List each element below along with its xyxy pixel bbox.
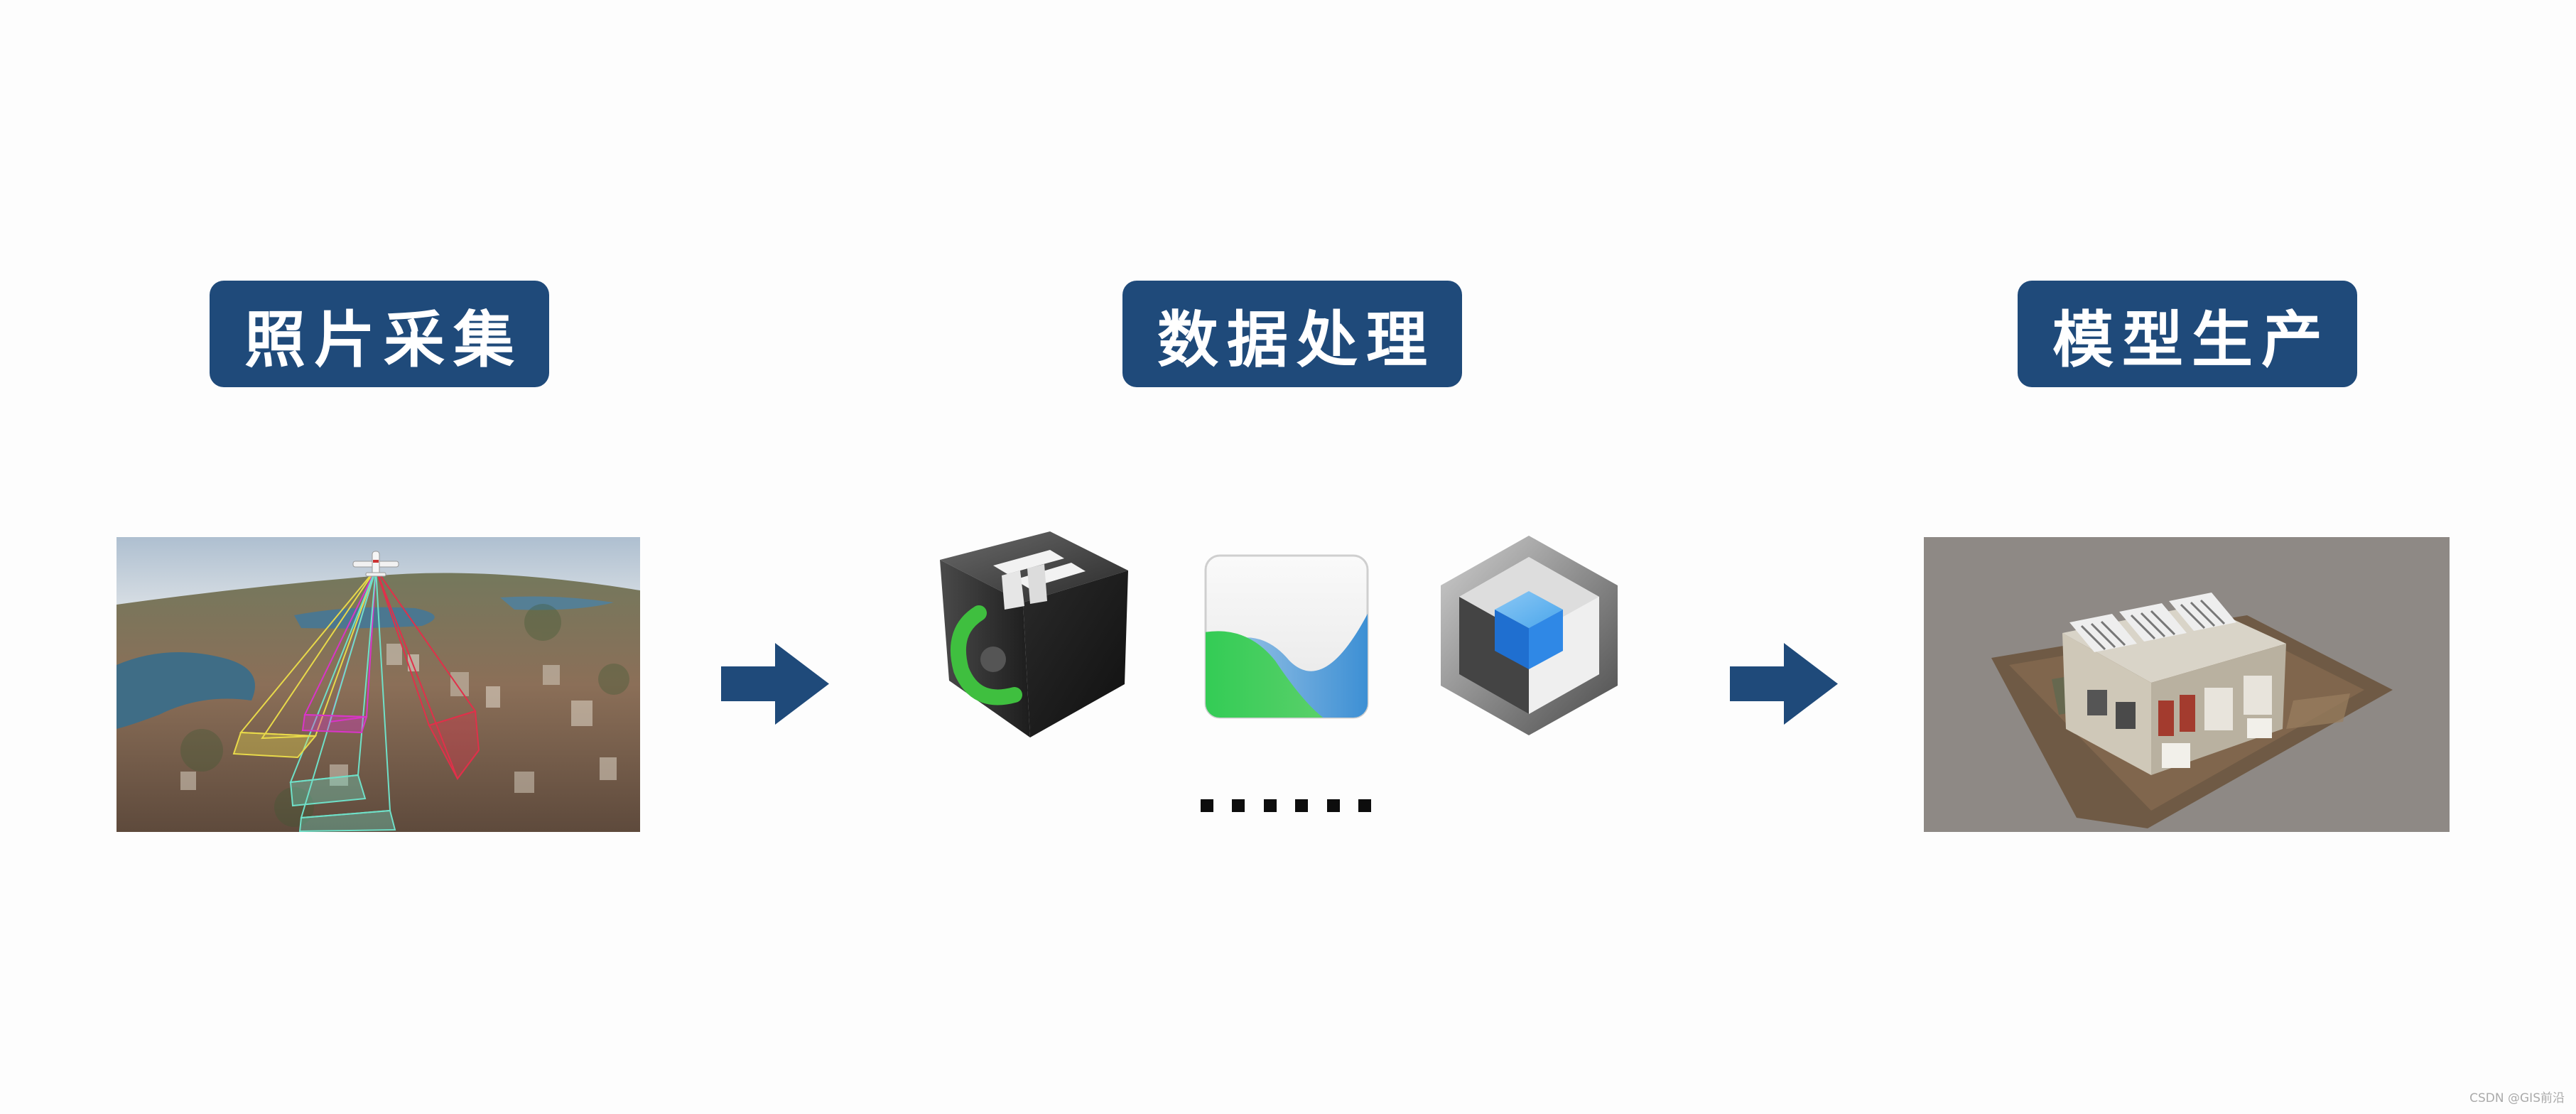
arrow-right-icon <box>721 643 829 725</box>
aerial-photo-collection-icon <box>117 537 640 832</box>
3d-building-model-icon <box>1924 537 2450 832</box>
stage-label-photo-collection: 照片采集 <box>210 281 549 387</box>
watermark: CSDN @GIS前沿 <box>2469 1091 2565 1105</box>
stage-label-data-processing: 数据处理 <box>1122 281 1462 387</box>
stage-label-model-production: 模型生产 <box>2018 281 2357 387</box>
cube-software-icon <box>936 531 1132 737</box>
arrow-right-icon <box>1730 643 1838 725</box>
ellipsis <box>1201 799 1371 816</box>
wave-software-icon <box>1204 554 1369 719</box>
hexagon-cube-software-icon <box>1439 534 1620 737</box>
